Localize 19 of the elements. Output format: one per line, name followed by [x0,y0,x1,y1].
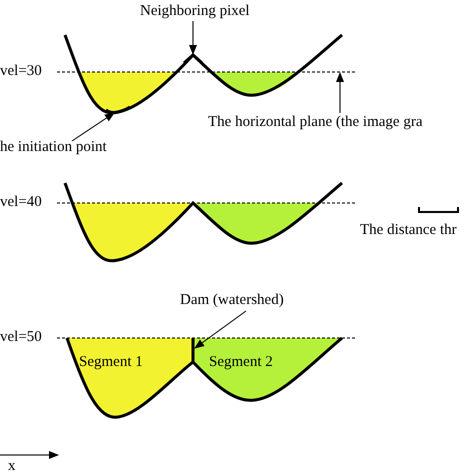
leader-line [194,310,246,349]
segment-label: Segment 2 [209,354,273,371]
level-label: vel=50 [0,329,42,346]
annotation-text: he initiation point [0,139,107,156]
leader-line [72,112,115,142]
annotation-text: Dam (watershed) [180,292,284,309]
curve-peak [183,53,203,64]
segment-region [67,338,194,418]
annotation-text: Neighboring pixel [140,3,250,20]
segment-label: Segment 1 [79,354,143,371]
leader-line [189,20,197,55]
leader-line [336,72,344,114]
dam-line [192,338,194,362]
basin-bottom [105,106,131,114]
level-label: vel=30 [0,63,42,80]
scale-label: The distance thr [360,222,457,239]
axis-label: x [8,458,16,474]
annotation-text: The horizontal plane (the image gra [208,114,422,131]
level-label: vel=40 [0,194,42,211]
